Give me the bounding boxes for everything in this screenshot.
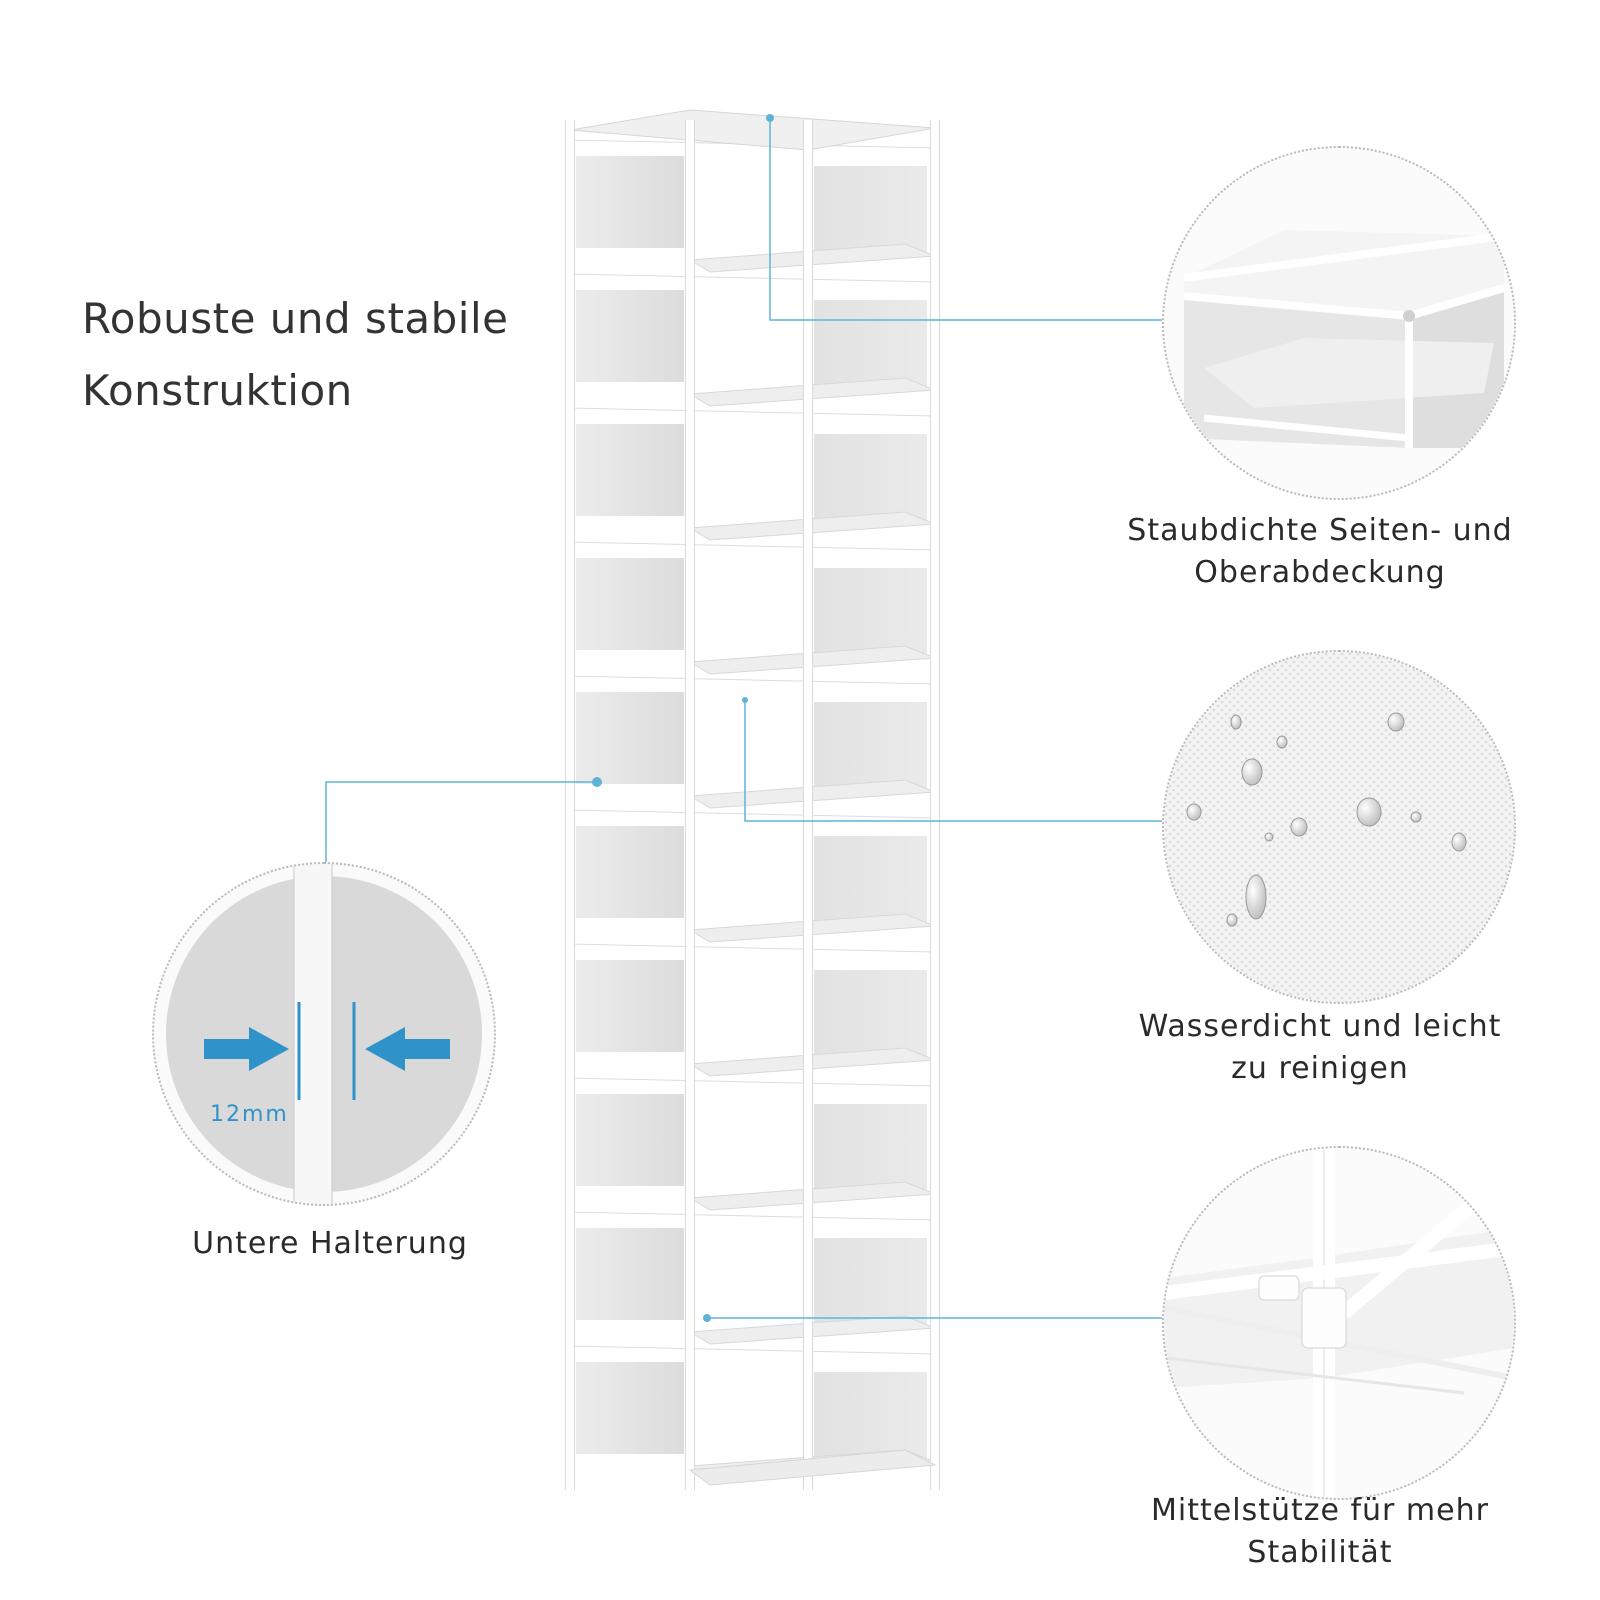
caption-dust-cover: Staubdichte Seiten- und Oberabdeckung: [1110, 510, 1530, 594]
caption-dust-line-1: Staubdichte Seiten- und: [1127, 513, 1513, 548]
side-panel-left: [576, 290, 684, 382]
callout-dot-dust: [766, 114, 774, 122]
caption-bottom-bracket: Untere Halterung: [150, 1223, 510, 1265]
side-panel-left: [576, 1228, 684, 1320]
callout-dot-center: [703, 1314, 711, 1322]
side-panel-left: [576, 960, 684, 1052]
callout-line-dust: [769, 118, 1162, 321]
bottom-shelf: [688, 1449, 937, 1486]
heading-line-1: Robuste und stabile: [82, 294, 509, 343]
side-panel-right: [814, 434, 927, 520]
detail-center-support-image: [1162, 1146, 1516, 1500]
side-panel-right: [814, 568, 927, 654]
caption-bottom-line-1: Untere Halterung: [192, 1226, 468, 1261]
heading: Robuste und stabile Konstruktion: [82, 283, 509, 427]
side-panel-right: [814, 970, 927, 1056]
side-panel-left: [576, 156, 684, 248]
side-panel-left: [576, 424, 684, 516]
callout-line-water: [744, 700, 1162, 822]
side-panel-right: [814, 1238, 927, 1324]
side-panel-left: [576, 1094, 684, 1186]
caption-center-line-2: Stabilität: [1247, 1535, 1393, 1570]
side-panel-right: [814, 1104, 927, 1190]
side-panel-right: [814, 166, 927, 252]
heading-line-2: Konstruktion: [82, 366, 353, 415]
side-panel-left: [576, 558, 684, 650]
caption-dust-line-2: Oberabdeckung: [1194, 555, 1446, 590]
callout-dot-bottom: [592, 777, 602, 787]
caption-center-line-1: Mittelstütze für mehr: [1151, 1493, 1489, 1528]
side-panel-right: [814, 836, 927, 922]
caption-waterproof: Wasserdicht und leicht zu reinigen: [1110, 1006, 1530, 1090]
detail-waterproof-fabric-image: [1162, 650, 1516, 1004]
side-panel-right: [814, 300, 927, 386]
callout-line-bottom: [325, 781, 597, 862]
water-drop: [1241, 758, 1263, 786]
arrow-left-icon: [365, 1027, 450, 1071]
callout-dot-water: [742, 697, 748, 703]
rack-frame: [565, 109, 940, 1490]
detail-dust-cover-image: [1162, 146, 1516, 500]
caption-center-support: Mittelstütze für mehr Stabilität: [1110, 1490, 1530, 1574]
side-panel-right: [814, 702, 927, 788]
measurement-label: 12mm: [210, 1102, 289, 1127]
side-panel-left: [576, 1362, 684, 1454]
caption-water-line-2: zu reinigen: [1231, 1051, 1409, 1086]
detail-bottom-bracket-image: [152, 862, 496, 1206]
side-panel-right: [814, 1372, 927, 1458]
side-panel-left: [576, 692, 684, 784]
arrow-right-icon: [204, 1027, 289, 1071]
caption-water-line-1: Wasserdicht und leicht: [1138, 1009, 1502, 1044]
side-panel-left: [576, 826, 684, 918]
